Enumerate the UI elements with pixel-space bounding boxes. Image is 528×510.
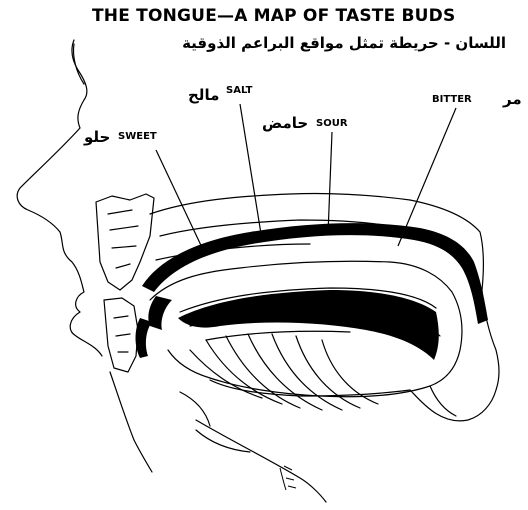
neck-line [196, 420, 326, 502]
sweet-label-arabic: حلو [84, 128, 110, 146]
salt-leader-line [240, 104, 262, 240]
sour-label: SOUR [316, 118, 348, 129]
salt-label: SALT [226, 85, 252, 96]
sweet-leader-line [156, 150, 206, 256]
chin-outline [110, 372, 152, 472]
bitter-label: BITTER [432, 94, 472, 105]
sour-label-arabic: حامض [262, 114, 308, 132]
bitter-label-arabic: مر [503, 90, 522, 108]
sour-leader-line [328, 132, 332, 234]
upper-teeth-outline [96, 194, 154, 290]
tongue-root-fibers [190, 334, 378, 410]
bitter-leader-line [398, 108, 456, 246]
upper-lip-detail [108, 210, 138, 268]
face-profile-outline [17, 40, 102, 356]
sweet-label: SWEET [118, 131, 157, 142]
salt-label-arabic: مالح [188, 86, 219, 104]
